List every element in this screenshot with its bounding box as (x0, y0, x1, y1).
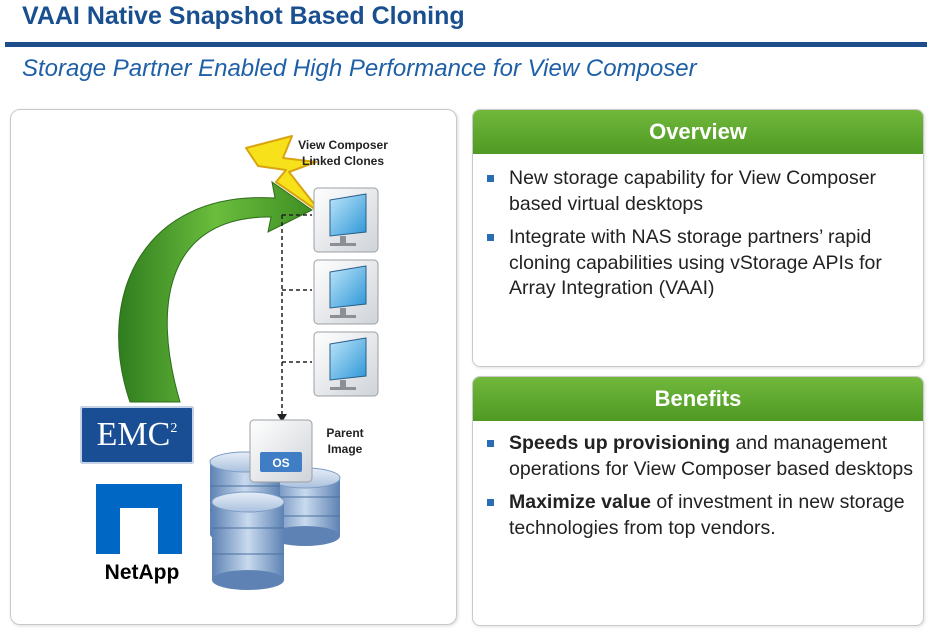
desktop-clone-icon (313, 259, 379, 325)
benefit-emphasis: Speeds up provisioning (509, 432, 731, 454)
benefits-list: Speeds up provisioning and management op… (473, 421, 923, 541)
page-title: VAAI Native Snapshot Based Cloning (22, 2, 465, 30)
benefit-emphasis: Maximize value (509, 491, 651, 513)
list-item: Integrate with NAS storage partners’ rap… (487, 225, 913, 302)
bullet-icon (487, 440, 494, 447)
netapp-logo-text: NetApp (104, 561, 180, 584)
benefit-item-text: and management operations for View Compo… (509, 432, 913, 480)
list-item: Maximize value of investment in new stor… (487, 490, 913, 541)
list-item: Speeds up provisioning and management op… (487, 431, 913, 482)
parent-image-label: Parent Image (326, 426, 364, 456)
connector-arrowhead (277, 414, 287, 422)
emc-logo-text: EMC (96, 416, 171, 453)
benefits-heading: Benefits (473, 377, 923, 421)
desktop-clone-icon (313, 187, 379, 253)
list-item: New storage capability for View Composer… (487, 166, 913, 217)
benefit-item-text: of investment in new storage technologie… (509, 491, 905, 539)
overview-list: New storage capability for View Composer… (473, 154, 923, 302)
overview-item-text: New storage capability for View Composer… (509, 167, 877, 215)
overview-card: Overview New storage capability for View… (472, 109, 924, 367)
page-subtitle: Storage Partner Enabled High Performance… (22, 55, 697, 82)
emc-logo-superscript: 2 (170, 421, 178, 436)
os-image-icon (249, 419, 313, 483)
netapp-logo-mark (96, 484, 182, 554)
bullet-icon (487, 234, 494, 241)
cloning-arrow (118, 180, 313, 403)
bullet-icon (487, 175, 494, 182)
title-divider (5, 42, 927, 47)
clone-connectors (281, 214, 312, 418)
benefits-card: Benefits Speeds up provisioning and mana… (472, 376, 924, 626)
bullet-icon (487, 499, 494, 506)
overview-heading: Overview (473, 110, 923, 154)
linked-clones-label: View Composer Linked Clones (298, 138, 388, 168)
emc-logo: EMC2 (80, 406, 194, 464)
overview-item-text: Integrate with NAS storage partners’ rap… (509, 226, 882, 299)
desktop-clone-icon (313, 331, 379, 397)
storage-disk-stack (209, 451, 341, 590)
lightning-icon (245, 135, 323, 215)
os-label: OS (272, 456, 289, 470)
